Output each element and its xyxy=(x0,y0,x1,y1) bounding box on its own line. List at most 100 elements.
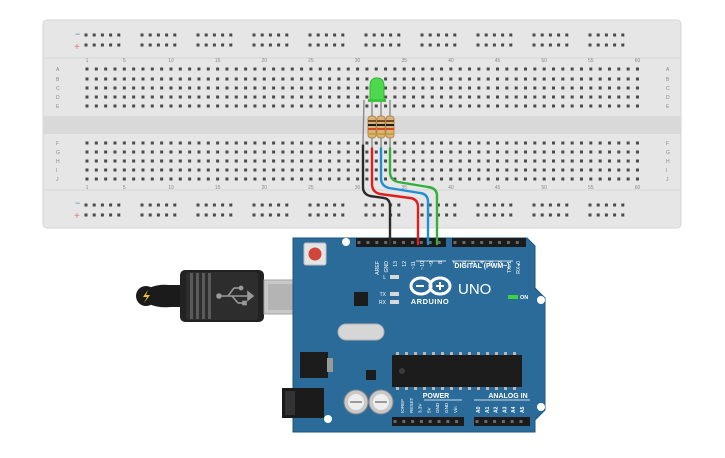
breadboard-hole[interactable] xyxy=(365,86,369,90)
breadboard-hole[interactable] xyxy=(290,95,294,99)
breadboard-hole[interactable] xyxy=(524,159,528,163)
breadboard-hole[interactable] xyxy=(561,141,565,145)
breadboard-hole[interactable] xyxy=(579,77,583,81)
breadboard-hole[interactable] xyxy=(300,168,304,172)
breadboard-hole[interactable] xyxy=(635,86,639,90)
breadboard-hole[interactable] xyxy=(505,95,509,99)
breadboard-hole[interactable] xyxy=(607,86,611,90)
rail-hole[interactable] xyxy=(109,213,113,217)
breadboard-hole[interactable] xyxy=(486,150,490,154)
breadboard-hole[interactable] xyxy=(468,86,472,90)
breadboard-hole[interactable] xyxy=(579,177,583,181)
breadboard-hole[interactable] xyxy=(468,77,472,81)
breadboard-hole[interactable] xyxy=(421,141,425,145)
breadboard-hole[interactable] xyxy=(412,104,416,108)
rail-hole[interactable] xyxy=(268,43,272,47)
breadboard-hole[interactable] xyxy=(216,141,220,145)
rail-hole[interactable] xyxy=(204,203,208,207)
breadboard-hole[interactable] xyxy=(85,150,89,154)
rail-hole[interactable] xyxy=(397,33,401,37)
breadboard-hole[interactable] xyxy=(122,168,126,172)
breadboard-hole[interactable] xyxy=(374,141,378,145)
breadboard-hole[interactable] xyxy=(477,177,481,181)
breadboard-hole[interactable] xyxy=(421,159,425,163)
rail-hole[interactable] xyxy=(565,33,569,37)
breadboard-hole[interactable] xyxy=(309,141,313,145)
breadboard-hole[interactable] xyxy=(160,95,164,99)
rail-hole[interactable] xyxy=(268,33,272,37)
breadboard-hole[interactable] xyxy=(225,67,229,71)
rail-hole[interactable] xyxy=(173,33,177,37)
breadboard-hole[interactable] xyxy=(458,95,462,99)
breadboard-hole[interactable] xyxy=(440,177,444,181)
breadboard-hole[interactable] xyxy=(505,141,509,145)
breadboard-hole[interactable] xyxy=(85,159,89,163)
header-pin[interactable] xyxy=(506,241,510,244)
breadboard-hole[interactable] xyxy=(458,77,462,81)
rail-hole[interactable] xyxy=(173,203,177,207)
breadboard-hole[interactable] xyxy=(412,95,416,99)
breadboard-hole[interactable] xyxy=(113,104,117,108)
breadboard-hole[interactable] xyxy=(197,77,201,81)
rail-hole[interactable] xyxy=(509,33,513,37)
breadboard-hole[interactable] xyxy=(150,159,154,163)
breadboard-hole[interactable] xyxy=(132,150,136,154)
breadboard-hole[interactable] xyxy=(365,95,369,99)
breadboard-hole[interactable] xyxy=(552,168,555,172)
breadboard-hole[interactable] xyxy=(150,95,154,99)
rail-hole[interactable] xyxy=(117,43,121,47)
breadboard-hole[interactable] xyxy=(234,159,238,163)
breadboard-hole[interactable] xyxy=(169,168,173,172)
breadboard-hole[interactable] xyxy=(150,168,154,172)
breadboard-hole[interactable] xyxy=(160,141,164,145)
breadboard-hole[interactable] xyxy=(225,177,229,181)
breadboard-hole[interactable] xyxy=(290,159,294,163)
breadboard-hole[interactable] xyxy=(346,150,350,154)
breadboard-hole[interactable] xyxy=(440,159,444,163)
rail-hole[interactable] xyxy=(613,33,617,37)
breadboard-hole[interactable] xyxy=(197,104,201,108)
rail-hole[interactable] xyxy=(540,203,544,207)
rail-hole[interactable] xyxy=(148,203,152,207)
rail-hole[interactable] xyxy=(221,43,225,47)
breadboard-hole[interactable] xyxy=(542,159,546,163)
breadboard-hole[interactable] xyxy=(598,67,602,71)
breadboard-hole[interactable] xyxy=(141,177,145,181)
usb-cable[interactable] xyxy=(136,270,301,322)
power-header[interactable] xyxy=(392,417,464,426)
rail-hole[interactable] xyxy=(341,43,345,47)
rail-hole[interactable] xyxy=(156,203,160,207)
rail-hole[interactable] xyxy=(397,213,401,217)
breadboard-hole[interactable] xyxy=(505,150,509,154)
breadboard-hole[interactable] xyxy=(337,67,341,71)
header-pin[interactable] xyxy=(366,241,370,244)
breadboard-hole[interactable] xyxy=(150,141,154,145)
breadboard-hole[interactable] xyxy=(570,168,574,172)
breadboard-hole[interactable] xyxy=(234,141,238,145)
breadboard-hole[interactable] xyxy=(430,95,434,99)
rail-hole[interactable] xyxy=(428,213,432,217)
rail-hole[interactable] xyxy=(604,203,608,207)
breadboard-hole[interactable] xyxy=(216,86,220,90)
breadboard-hole[interactable] xyxy=(542,177,546,181)
breadboard-hole[interactable] xyxy=(122,86,126,90)
breadboard-hole[interactable] xyxy=(589,177,593,181)
rail-hole[interactable] xyxy=(268,203,272,207)
rail-hole[interactable] xyxy=(445,213,449,217)
breadboard-hole[interactable] xyxy=(514,77,518,81)
breadboard-hole[interactable] xyxy=(150,104,154,108)
breadboard-hole[interactable] xyxy=(384,95,388,99)
breadboard-hole[interactable] xyxy=(412,77,416,81)
breadboard-hole[interactable] xyxy=(421,177,425,181)
breadboard-hole[interactable] xyxy=(281,95,285,99)
rail-hole[interactable] xyxy=(285,33,289,37)
breadboard-hole[interactable] xyxy=(374,150,378,154)
breadboard-hole[interactable] xyxy=(402,159,406,163)
breadboard-hole[interactable] xyxy=(206,168,210,172)
breadboard-hole[interactable] xyxy=(458,141,462,145)
breadboard[interactable]: − + − + 1 5 10 15 20 25 30 35 40 45 50 5… xyxy=(42,19,682,229)
breadboard-hole[interactable] xyxy=(635,150,639,154)
breadboard-hole[interactable] xyxy=(104,104,108,108)
breadboard-hole[interactable] xyxy=(169,86,173,90)
breadboard-hole[interactable] xyxy=(113,159,117,163)
